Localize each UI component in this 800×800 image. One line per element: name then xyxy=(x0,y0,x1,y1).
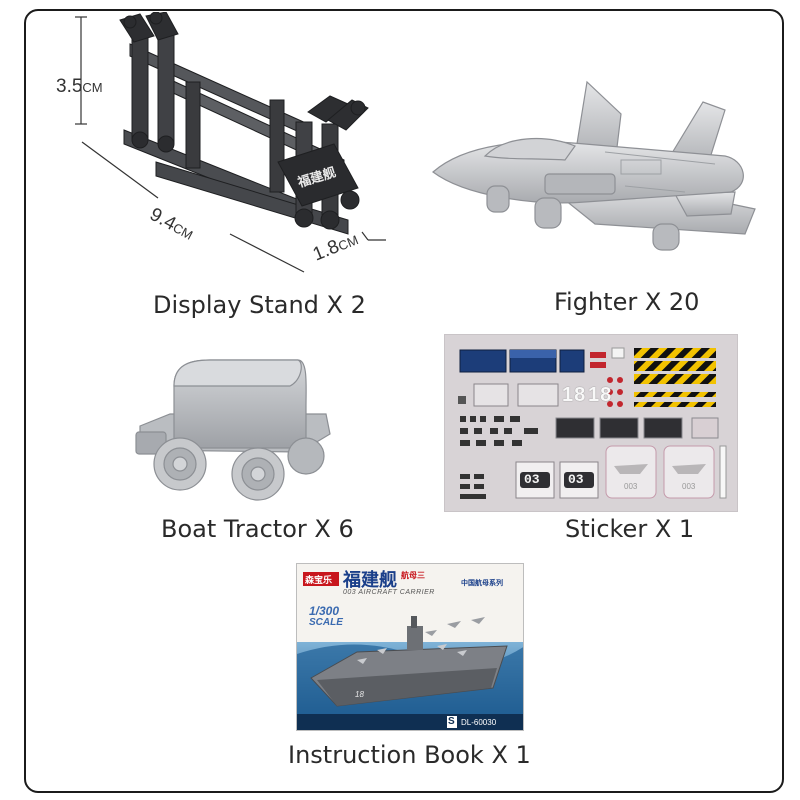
book-brand: 森宝乐 xyxy=(305,576,333,586)
book-pack-mark: S xyxy=(448,716,455,727)
height-dimension: 3.5CM xyxy=(56,76,103,98)
book-cover-art xyxy=(297,572,523,730)
fighter-jet-image xyxy=(432,80,756,251)
sticker-sheet: 18 18 03 03 003 003 xyxy=(444,334,738,512)
book-scale-word: SCALE xyxy=(309,617,343,628)
book-series: 中国航母系列 xyxy=(461,579,503,587)
instruction-book-cover: 森宝乐 福建舰 航母三 003 AIRCRAFT CARRIER 中国航母系列 … xyxy=(296,563,524,731)
book-subtitle-cn: 航母三 xyxy=(401,571,425,580)
sticker-hull-number-1: 18 xyxy=(562,384,587,406)
panel-frame xyxy=(24,9,784,793)
sticker-sheet-art xyxy=(458,347,727,499)
sticker-small-number-1: 03 xyxy=(524,472,540,487)
height-value: 3.5 xyxy=(56,76,83,97)
sticker-hull-number-2: 18 xyxy=(588,384,613,406)
book-scale-ratio: 1/300 xyxy=(309,604,340,618)
item-label-instruction-book: Instruction Book X 1 xyxy=(288,741,531,769)
book-title: 福建舰 xyxy=(343,570,397,591)
item-label-fighter: Fighter X 20 xyxy=(554,288,700,316)
item-label-display-stand: Display Stand X 2 xyxy=(153,291,366,319)
book-subtitle-en: 003 AIRCRAFT CARRIER xyxy=(343,589,435,596)
item-label-boat-tractor: Boat Tractor X 6 xyxy=(161,515,354,543)
book-hull-number: 18 xyxy=(355,690,364,699)
boat-tractor-image xyxy=(135,359,331,501)
book-model-number: DL-60030 xyxy=(461,718,497,727)
item-label-sticker: Sticker X 1 xyxy=(565,515,695,543)
sticker-jet-code-2: 003 xyxy=(682,482,696,491)
sticker-small-number-2: 03 xyxy=(568,472,584,487)
height-unit: CM xyxy=(82,80,103,95)
sticker-jet-code-1: 003 xyxy=(624,482,638,491)
display-stand-image: 福建舰 xyxy=(75,12,386,273)
